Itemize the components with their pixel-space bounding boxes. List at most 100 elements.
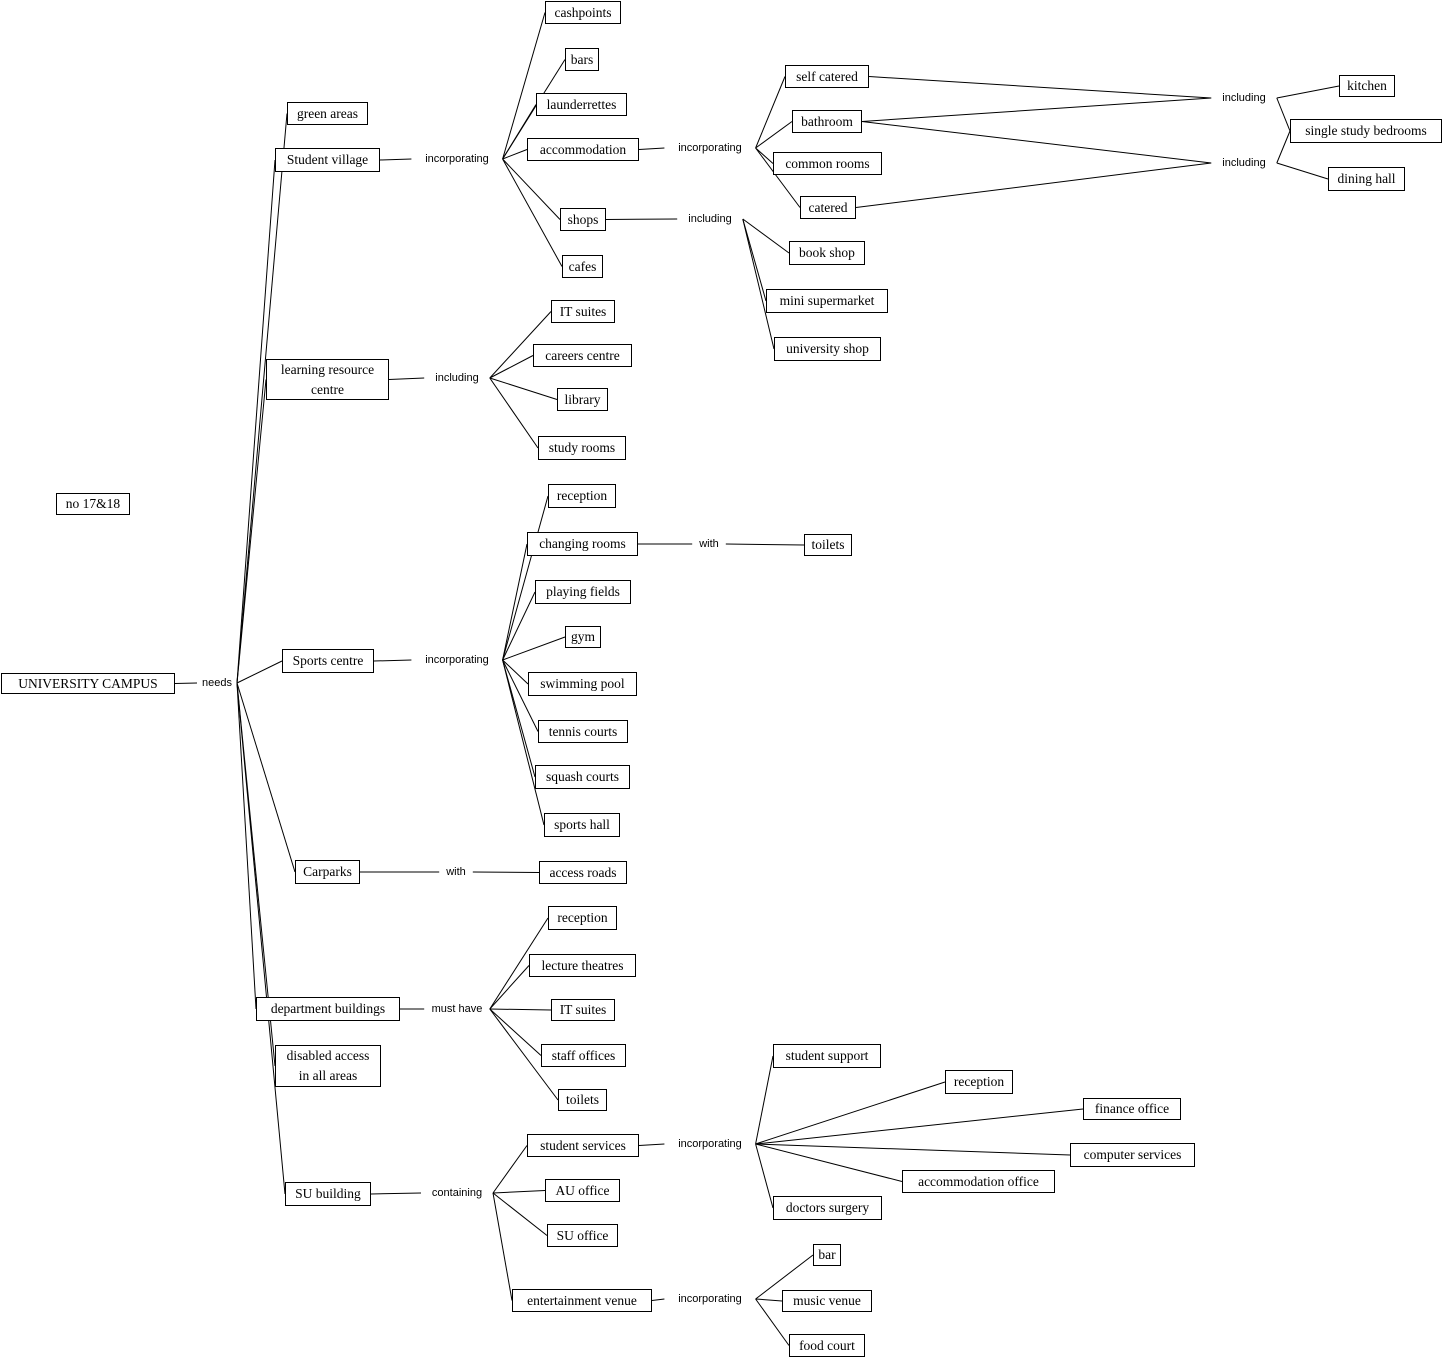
concept-node-computer[interactable]: computer services [1070, 1143, 1195, 1167]
linking-phrase-carparks[interactable]: with [444, 866, 468, 878]
link-p_village-launderrettes [502, 104, 537, 160]
link-p_dept-reception2 [489, 917, 549, 1010]
concept-node-gym[interactable]: gym [565, 626, 601, 648]
concept-node-dept[interactable]: department buildings [256, 997, 400, 1021]
concept-node-accomoffice[interactable]: accommodation office [902, 1170, 1055, 1193]
linking-phrase-inc1[interactable]: including [1220, 92, 1268, 104]
concept-node-changing[interactable]: changing rooms [527, 532, 638, 556]
link-p_ent-bar [755, 1254, 814, 1300]
concept-node-selfcatered[interactable]: self catered [785, 65, 869, 88]
link-campus-p_needs [174, 682, 198, 684]
link-bathroom-p_inc1 [861, 97, 1212, 122]
concept-node-roads[interactable]: access roads [539, 861, 627, 884]
concept-node-tennis[interactable]: tennis courts [538, 720, 628, 743]
concept-node-entertainment[interactable]: entertainment venue [512, 1289, 652, 1312]
concept-node-shops[interactable]: shops [560, 208, 606, 231]
link-p_carparks-roads [472, 871, 540, 873]
link-p_shops-unishop [742, 218, 775, 350]
link-p_village-shops [502, 158, 561, 220]
concept-node-no1718[interactable]: no 17&18 [56, 493, 130, 515]
link-p_dept-staff [489, 1008, 542, 1056]
concept-node-reception2[interactable]: reception [548, 906, 617, 930]
concept-node-reception1[interactable]: reception [548, 484, 616, 508]
concept-node-dining[interactable]: dining hall [1328, 167, 1405, 191]
concept-node-studentservices[interactable]: student services [527, 1134, 639, 1157]
concept-node-studyrooms[interactable]: study rooms [538, 436, 626, 460]
link-p_lrc-careers [489, 355, 534, 379]
concept-node-su[interactable]: SU building [285, 1182, 371, 1206]
link-p_su-studentservices [492, 1145, 528, 1194]
link-lrc-p_lrc [388, 377, 425, 380]
concept-node-music[interactable]: music venue [782, 1290, 872, 1312]
linking-phrase-sports[interactable]: incorporating [423, 654, 491, 666]
concept-node-disabled[interactable]: disabled access in all areas [275, 1045, 381, 1087]
linking-phrase-inc2[interactable]: including [1220, 157, 1268, 169]
concept-node-playing[interactable]: playing fields [535, 580, 631, 604]
concept-node-toilets2[interactable]: toilets [558, 1089, 607, 1111]
linking-phrase-needs[interactable]: needs [200, 677, 234, 689]
link-p_lrc-itsuites1 [489, 311, 552, 379]
concept-node-unishop[interactable]: university shop [774, 337, 881, 361]
concept-node-lecture[interactable]: lecture theatres [529, 954, 636, 977]
linking-phrase-changing[interactable]: with [697, 538, 721, 550]
link-p_dept-lecture [489, 965, 530, 1010]
concept-node-suoffice[interactable]: SU office [547, 1224, 618, 1247]
concept-node-bars[interactable]: bars [565, 48, 599, 71]
link-su-p_su [370, 1192, 422, 1195]
link-p_services-finance [755, 1108, 1084, 1145]
link-p_needs-sports [236, 660, 283, 684]
concept-node-finance[interactable]: finance office [1083, 1098, 1181, 1120]
concept-node-auoffice[interactable]: AU office [545, 1179, 620, 1202]
concept-node-library[interactable]: library [557, 388, 608, 411]
link-p_sports-pool [502, 659, 529, 685]
linking-phrase-services[interactable]: incorporating [676, 1138, 744, 1150]
concept-node-careers[interactable]: careers centre [533, 344, 632, 367]
concept-node-bedrooms[interactable]: single study bedrooms [1290, 119, 1442, 143]
concept-node-reception3[interactable]: reception [945, 1070, 1013, 1094]
concept-node-campus[interactable]: UNIVERSITY CAMPUS [1, 673, 175, 694]
concept-node-toilets1[interactable]: toilets [804, 534, 852, 556]
concept-node-carparks[interactable]: Carparks [295, 860, 360, 884]
concept-node-pool[interactable]: swimming pool [528, 672, 637, 696]
link-shops-p_shops [605, 218, 678, 220]
concept-node-cashpoints[interactable]: cashpoints [545, 1, 621, 24]
concept-node-commonrooms[interactable]: common rooms [773, 152, 882, 175]
linking-phrase-dept[interactable]: must have [429, 1003, 485, 1015]
concept-node-launderrettes[interactable]: launderrettes [536, 93, 627, 116]
concept-node-lrc[interactable]: learning resource centre [266, 359, 389, 400]
concept-node-cafes[interactable]: cafes [562, 255, 603, 278]
concept-node-doctors[interactable]: doctors surgery [773, 1196, 882, 1220]
concept-node-itsuites1[interactable]: IT suites [551, 300, 615, 323]
link-p_needs-dept [236, 682, 257, 1010]
concept-node-itsuites2[interactable]: IT suites [551, 999, 615, 1021]
concept-node-squash[interactable]: squash courts [535, 765, 630, 789]
concept-node-bathroom[interactable]: bathroom [792, 110, 862, 133]
linking-phrase-ent[interactable]: incorporating [676, 1293, 744, 1305]
concept-node-supermarket[interactable]: mini supermarket [766, 289, 888, 313]
concept-node-support[interactable]: student support [773, 1044, 881, 1068]
linking-phrase-shops[interactable]: including [686, 213, 734, 225]
concept-node-catered[interactable]: catered [800, 196, 856, 219]
link-sports-p_sports [373, 659, 412, 662]
concept-node-food[interactable]: food court [789, 1334, 865, 1357]
concept-node-bookshop[interactable]: book shop [789, 241, 865, 265]
link-p_su-entertainment [492, 1192, 513, 1301]
concept-node-accommodation[interactable]: accommodation [527, 138, 639, 161]
linking-phrase-village[interactable]: incorporating [423, 153, 491, 165]
linking-phrase-lrc[interactable]: including [433, 372, 481, 384]
concept-node-sportshall[interactable]: sports hall [544, 813, 620, 837]
link-p_services-support [755, 1055, 774, 1145]
link-p_ent-music [755, 1298, 783, 1302]
linking-phrase-accom[interactable]: incorporating [676, 142, 744, 154]
link-p_inc2-dining [1276, 162, 1329, 180]
linking-phrase-su[interactable]: containing [429, 1187, 485, 1199]
concept-node-green[interactable]: green areas [287, 102, 368, 125]
link-p_accom-catered [755, 147, 801, 208]
concept-node-staff[interactable]: staff offices [541, 1044, 626, 1067]
concept-node-bar[interactable]: bar [813, 1244, 841, 1266]
link-p_needs-su [236, 682, 286, 1195]
concept-node-village[interactable]: Student village [275, 148, 380, 172]
concept-node-kitchen[interactable]: kitchen [1339, 75, 1395, 97]
concept-node-sports[interactable]: Sports centre [282, 649, 374, 673]
link-p_services-computer [755, 1143, 1071, 1156]
